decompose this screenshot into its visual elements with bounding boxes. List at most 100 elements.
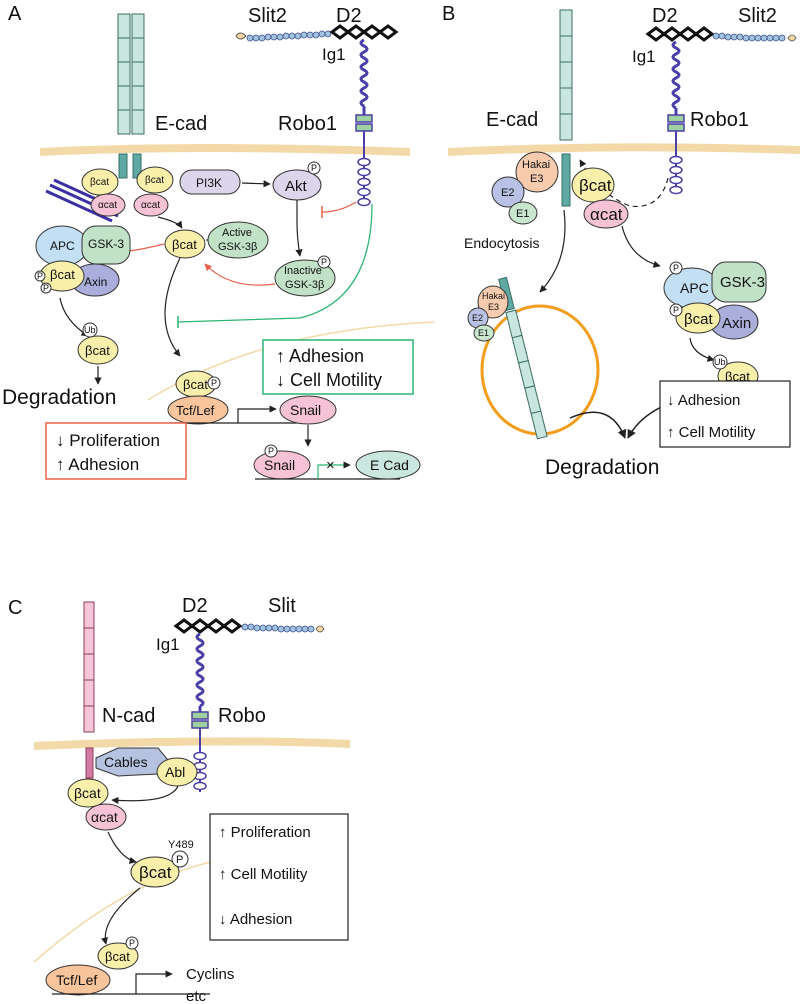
panel-b-letter: B (442, 3, 455, 25)
robo-label-c: Robo (218, 705, 266, 727)
e3-label-b: E3 (530, 173, 543, 185)
arrow-complex-bcat-a (157, 216, 183, 229)
acat-label-a2: αcat (141, 200, 160, 211)
panel-c-letter: C (8, 597, 22, 619)
panel-a-letter: A (8, 3, 22, 25)
degradation-label-a: Degradation (2, 386, 116, 409)
phospho-bcat-nuc-c (125, 936, 139, 950)
inhibit-robo-bcat-a (177, 203, 373, 323)
degradation-label-b: Degradation (545, 456, 659, 479)
bcat-membrane-c (67, 778, 109, 808)
arrow-promoter-c (135, 970, 173, 994)
abl-node-c (156, 757, 198, 787)
arrow-inactive-bcat-a (204, 263, 276, 286)
ub-tag-b (712, 354, 728, 370)
destruction-complex-a (34, 225, 131, 297)
axin-label-b: Axin (722, 315, 751, 332)
slit2-ligand-a (235, 30, 332, 42)
tcf-label-a: Tcf/Lef (176, 403, 215, 418)
bcat-label-b3: βcat (725, 369, 750, 384)
acat-label-c1: αcat (91, 809, 118, 825)
active-label-a: Active (222, 227, 252, 239)
membrane-c (33, 737, 351, 750)
tcf-label-c: Tcf/Lef (56, 972, 97, 988)
arrow-endosome-deg-b (569, 411, 627, 439)
promoter-snail-a (317, 461, 351, 479)
y489-label-c: Y489 (168, 839, 194, 851)
arrow-abl-bcat-c (111, 785, 179, 805)
ig1-label-a: Ig1 (322, 45, 346, 64)
p-label-dc1-a: P (37, 271, 43, 281)
inhibit-robo-akt-a (321, 201, 357, 213)
phospho-akt-a (307, 161, 321, 175)
pi3k-label-a: PI3K (196, 176, 222, 190)
snail-node-a (279, 395, 337, 425)
robo-receptor-c (191, 632, 209, 792)
destruction-complex-b (663, 261, 767, 340)
hakai-label-b2: Hakai (482, 291, 505, 301)
membrane-a (39, 144, 411, 156)
p-label-nuc-c: P (129, 938, 135, 948)
membrane-b (447, 143, 800, 156)
box-line1-b: ↓ Adhesion (667, 392, 740, 409)
bcat-membrane-b (571, 167, 615, 203)
snail-label-a2: Snail (264, 457, 295, 473)
box-line3-c: ↓ Adhesion (219, 911, 292, 928)
bcat-free-c (130, 856, 180, 888)
bcat-free-a (164, 229, 206, 259)
bcat-label-b1: βcat (579, 176, 612, 195)
catenin-complex-a (81, 166, 174, 217)
p-label-nuc-a: P (211, 378, 217, 388)
tcf-node-a (167, 395, 229, 425)
ecad-gene-label-a: E Cad (370, 457, 409, 473)
red-box-line2-a: ↑ Adhesion (56, 455, 139, 474)
acat-membrane-b (583, 199, 629, 229)
ecad-receptor-b (559, 9, 573, 207)
ecad-gene-node-a (355, 450, 421, 480)
apc-label-a: APC (50, 239, 75, 253)
etc-label-c: etc (186, 988, 207, 1004)
bcat-ub-a (77, 335, 119, 365)
d2-domain-b (645, 26, 715, 42)
box-line2-b: ↑ Cell Motility (667, 424, 756, 441)
slit-label-c: Slit (268, 595, 296, 617)
e1-node-b (508, 201, 538, 225)
ub-tag-a (82, 322, 98, 338)
gsk3-label-b: GSK-3 (720, 274, 765, 291)
robo-label-a: Robo1 (278, 113, 337, 135)
ig1-label-b: Ig1 (632, 47, 656, 66)
hakai-node-b2 (477, 285, 509, 319)
d2-label-c: D2 (182, 595, 208, 617)
ig1-label-c: Ig1 (156, 635, 180, 654)
hakai-node-b (515, 151, 559, 193)
p-label-snail-a: P (268, 446, 274, 456)
arrow-bcat-release-c (107, 831, 137, 864)
green-box-line2-a: ↓ Cell Motility (276, 370, 382, 390)
cables-label-c: Cables (104, 754, 148, 770)
panel-a: A E-cad βcat αcat βcat αcat (2, 3, 436, 480)
arrow-acat-apc-b (621, 225, 661, 268)
robo-label-b: Robo1 (690, 109, 749, 131)
apc-label-b: APC (680, 280, 709, 296)
bcat-label-a2: βcat (145, 175, 164, 186)
inactive-gsk3b-node-a (274, 259, 336, 297)
ub-label-a: Ub (84, 325, 96, 335)
e2-label-b: E2 (501, 187, 514, 199)
red-box-line1-a: ↓ Proliferation (56, 431, 160, 450)
p-label-dc2-a: P (43, 283, 49, 293)
e1-label-b: E1 (516, 208, 529, 220)
pi3k-node-a (179, 169, 241, 195)
effect-box-red-a (45, 422, 187, 480)
arrow-akt-gsk-a (295, 200, 303, 257)
bcat-label-a5: βcat (85, 343, 110, 358)
ub-label-b: Ub (714, 357, 726, 367)
e2-label-b2: E2 (472, 313, 483, 323)
axin-label-a: Axin (84, 275, 107, 289)
box-line1-c: ↑ Proliferation (219, 824, 311, 841)
p-label-dc1-b: P (673, 263, 679, 273)
bcat-nuclear-c (97, 942, 139, 970)
arrow-pi3k-akt-a (241, 180, 271, 188)
slit-label-a: Slit2 (248, 5, 287, 27)
bcat-label-a4: βcat (50, 267, 75, 282)
acat-membrane-c (85, 803, 127, 831)
